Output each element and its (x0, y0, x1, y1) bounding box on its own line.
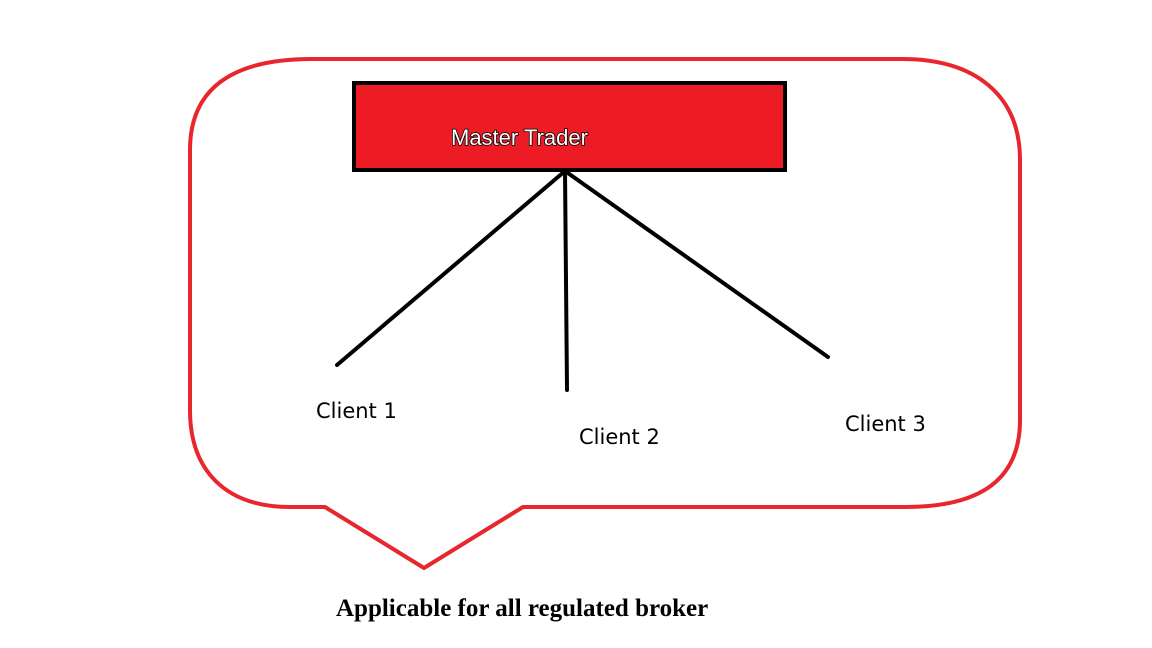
connector-line-client-1 (335, 169, 567, 367)
master-trader-label: Master Trader (451, 125, 588, 150)
client-2-label: Client 2 (579, 425, 660, 449)
connector-line-client-3 (563, 169, 830, 359)
speech-bubble-outline (188, 57, 1022, 570)
connector-line-client-2 (563, 169, 569, 392)
client-3-label: Client 3 (845, 412, 926, 436)
caption: Applicable for all regulated broker (336, 595, 708, 622)
client-1-label: Client 1 (316, 399, 397, 423)
master-trader-box (352, 81, 787, 172)
